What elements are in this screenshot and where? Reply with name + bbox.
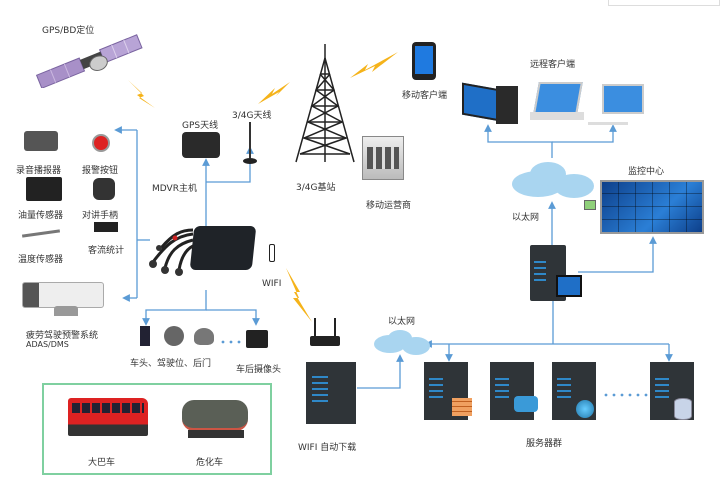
router-antenna — [314, 318, 316, 336]
monitor-center-label: 监控中心 — [628, 167, 665, 177]
wire-server-wall — [578, 236, 657, 273]
globe-icon — [576, 400, 594, 418]
peripheral-label: 录音播报器 — [16, 166, 62, 176]
switch-icon — [584, 200, 596, 210]
desktop-tower-icon — [496, 86, 518, 124]
lightning-wifi — [286, 268, 312, 322]
imac-icon — [602, 84, 644, 114]
lightning-tower — [258, 82, 290, 104]
ethernet-bottom-label: 以太网 — [388, 317, 416, 327]
mdvr-label: MDVR主机 — [152, 184, 197, 194]
server-firewall-icon — [424, 362, 468, 420]
wire-cameras — [142, 290, 207, 326]
mobile-client-label: 移动客户端 — [402, 91, 448, 101]
laptop-icon — [533, 82, 583, 114]
adas-camera-icon — [22, 282, 104, 308]
router-antenna — [334, 318, 336, 336]
operator-label: 移动运营商 — [366, 201, 412, 211]
cell-tower-icon — [295, 44, 355, 163]
video-wall-icon — [600, 180, 704, 234]
peripheral-counter-icon — [94, 222, 118, 232]
lightning-mobile — [350, 52, 398, 78]
adas-sublabel: ADAS/DMS — [26, 340, 69, 349]
cameras-label: 车头、驾驶位、后门 — [130, 359, 212, 369]
operator-building-icon — [362, 136, 404, 180]
mdvr-cables-icon — [149, 228, 194, 276]
mdvr-unit-icon — [189, 226, 257, 270]
lte-antenna-label: 3/4G天线 — [232, 111, 272, 121]
camera-door-icon — [194, 328, 214, 345]
peripheral-intercom-icon — [93, 178, 115, 200]
lightning-gps — [128, 80, 155, 108]
bus-label: 大巴车 — [88, 458, 116, 468]
wifi-download-label: WIFI 自动下载 — [298, 443, 357, 453]
peripheral-alarm-icon — [92, 134, 110, 152]
adas-mount — [54, 306, 78, 316]
wifi-antenna-icon — [269, 244, 275, 262]
peripheral-fuel-icon — [26, 177, 62, 201]
center-server-screen — [556, 275, 582, 297]
ethernet-top-label: 以太网 — [512, 213, 540, 223]
base-station-label: 3/4G基站 — [296, 183, 336, 193]
camera-driver-icon — [164, 326, 184, 346]
camera-front-icon — [140, 326, 150, 346]
wifi-label: WIFI — [262, 279, 282, 289]
tanker-icon — [182, 400, 248, 431]
peripheral-label: 对讲手柄 — [82, 211, 119, 221]
bus-icon — [68, 398, 148, 436]
ethernet-cloud-bottom-icon — [374, 330, 430, 355]
server-cluster-label: 服务器群 — [526, 439, 563, 449]
network-nodes-icon — [514, 396, 538, 412]
wire-remote — [484, 124, 553, 158]
gps-antenna-icon — [182, 132, 220, 158]
adas-label: 疲劳驾驶预警系统 — [26, 331, 99, 341]
peripheral-recorder-icon — [24, 131, 58, 151]
peripheral-label: 油量传感器 — [18, 211, 64, 221]
satellite-icon — [35, 34, 143, 88]
peripheral-label: 报警按钮 — [82, 166, 119, 176]
tanker-wheels — [188, 430, 244, 438]
firewall-icon — [452, 398, 472, 416]
rear-camera-label: 车后摄像头 — [236, 365, 282, 375]
rear-camera-icon — [246, 330, 268, 348]
ethernet-cloud-top-icon — [512, 162, 594, 198]
mobile-phone-icon — [412, 42, 436, 80]
desktop-monitor-icon — [462, 82, 500, 122]
remote-client-label: 远程客户端 — [530, 60, 576, 70]
tanker-label: 危化车 — [196, 458, 224, 468]
wire-wifi-cloud — [357, 354, 404, 389]
peripheral-label: 温度传感器 — [18, 255, 64, 265]
gps-label: GPS/BD定位 — [42, 26, 95, 36]
vehicles-box — [42, 383, 272, 475]
router-icon — [310, 336, 340, 346]
database-icon — [674, 398, 692, 420]
peripheral-label: 客流统计 — [88, 246, 125, 256]
laptop-keyboard — [530, 112, 584, 120]
gps-antenna-label: GPS天线 — [182, 121, 219, 131]
wifi-server-icon — [306, 362, 356, 424]
imac-keyboard — [588, 122, 628, 125]
lte-antenna-icon — [243, 122, 257, 164]
